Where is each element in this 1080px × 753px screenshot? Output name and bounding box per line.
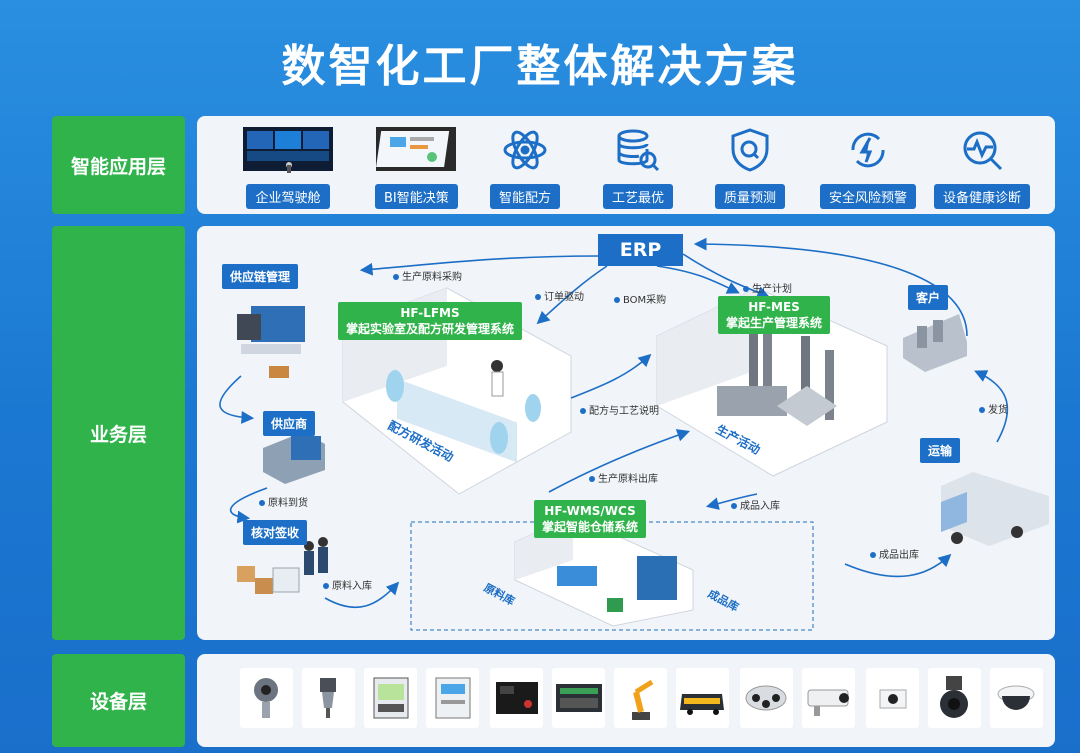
power-meter-icon [364,668,417,728]
receiving-goods [237,537,328,594]
app-item-recipe[interactable]: 智能配方 [490,124,561,209]
delivery-truck [941,472,1049,546]
app-button-device-health[interactable]: 设备健康诊断 [934,184,1031,209]
app-layer-panel: 企业驾驶舱 BI智能决策 智能配方 [197,116,1055,214]
health-search-icon [959,124,1005,176]
supply-chain-computer [237,306,305,378]
shield-search-icon [727,124,773,176]
production-room [656,287,888,477]
dashboard-screen-icon [243,124,333,176]
mes-desc: 掌起生产管理系统 [726,316,823,330]
app-item-safety[interactable]: 安全风险预警 [820,124,917,209]
supplier-building [263,432,325,484]
plc-module-icon [552,668,605,728]
flow-product-out: 成品出库 [870,546,919,561]
business-diagram: 配方研发活动 生产活动 原料库 成品库 [219,237,1049,631]
flow-product-in: 成品入库 [731,497,780,512]
lfms-desc: 掌起实验室及配方研发管理系统 [346,322,515,336]
agv-cart-icon [676,668,729,728]
wms-desc: 掌起智能仓储系统 [542,520,639,534]
black-control-box-icon [490,668,543,728]
lfms-system-tag[interactable]: HF-LFMS 掌起实验室及配方研发管理系统 [338,302,523,340]
supplier-tag[interactable]: 供应商 [263,411,316,436]
flow-raw-in: 原料入库 [323,577,372,592]
supply-chain-tag[interactable]: 供应链管理 [222,264,299,289]
layer-label-device: 设备层 [52,654,185,747]
page-title: 数智化工厂整体解决方案 [281,41,799,92]
app-button-quality[interactable]: 质量预测 [715,184,786,209]
lightning-cycle-icon [845,124,891,176]
layer-label-business: 业务层 [52,226,185,640]
bi-tablet-icon [376,124,457,176]
lfms-name: HF-LFMS [400,306,460,320]
app-button-process[interactable]: 工艺最优 [603,184,674,209]
flow-order-drive: 订单驱动 [535,288,584,303]
raw-store-label: 原料库 [482,580,518,608]
mes-name: HF-MES [748,300,800,314]
wms-system-tag[interactable]: HF-WMS/WCS 掌起智能仓储系统 [534,500,647,538]
wms-name: HF-WMS/WCS [544,504,636,518]
flow-deliver: 发货 [979,401,1008,416]
product-store-label: 成品库 [706,586,742,614]
database-search-icon [615,124,661,176]
app-button-dashboard[interactable]: 企业驾驶舱 [246,184,330,209]
app-item-device-health[interactable]: 设备健康诊断 [934,124,1031,209]
panoramic-camera-icon [740,668,793,728]
layer-label-app: 智能应用层 [52,116,185,214]
dome-camera-icon [866,668,919,728]
app-button-bi[interactable]: BI智能决策 [375,184,458,209]
bullet-camera-icon [802,668,855,728]
atom-icon [502,124,548,176]
flow-raw-out: 生产原料出库 [589,470,658,485]
customer-factory [903,314,967,372]
erp-box[interactable]: ERP [598,234,683,266]
flow-recipe-note: 配方与工艺说明 [580,402,659,417]
flow-raw-purchase: 生产原料采购 [393,268,462,283]
app-button-recipe[interactable]: 智能配方 [490,184,561,209]
flow-bom-purchase: BOM采购 [614,291,666,306]
ptz-camera-icon [928,668,981,728]
transport-tag[interactable]: 运输 [920,438,961,463]
speed-camera-icon [240,668,293,728]
app-item-process[interactable]: 工艺最优 [603,124,674,209]
flow-arrows [219,237,1009,608]
flow-prod-plan: 生产计划 [743,280,792,295]
flow-raw-arrive: 原料到货 [259,494,308,509]
app-item-bi[interactable]: BI智能决策 [375,124,458,209]
level-sensor-icon [302,668,355,728]
controller-box-icon [426,668,479,728]
customer-tag[interactable]: 客户 [908,285,949,310]
app-item-dashboard[interactable]: 企业驾驶舱 [243,124,333,209]
mes-system-tag[interactable]: HF-MES 掌起生产管理系统 [718,296,831,334]
app-button-safety[interactable]: 安全风险预警 [820,184,917,209]
dome-camera-white-icon [990,668,1043,728]
app-item-quality[interactable]: 质量预测 [715,124,786,209]
receiving-tag[interactable]: 核对签收 [243,520,308,545]
robot-arm-icon [614,668,667,728]
